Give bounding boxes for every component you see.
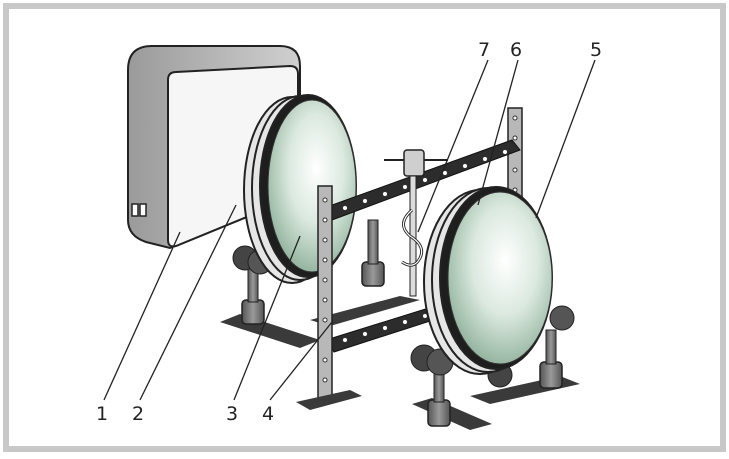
object-holder <box>384 149 448 297</box>
label-1: 1 <box>96 403 108 425</box>
label-7: 7 <box>478 39 490 61</box>
frame-border <box>3 3 726 452</box>
lens-stand-right <box>410 305 580 430</box>
switch-icon <box>139 203 147 217</box>
label-4: 4 <box>262 403 274 425</box>
label-5: 5 <box>590 39 602 61</box>
label-6: 6 <box>510 39 522 61</box>
lens-left <box>243 94 357 284</box>
label-3: 3 <box>226 403 238 425</box>
switch-icon <box>131 203 139 217</box>
leader-lines <box>103 59 596 401</box>
lens-right <box>423 186 553 375</box>
label-2: 2 <box>132 403 144 425</box>
